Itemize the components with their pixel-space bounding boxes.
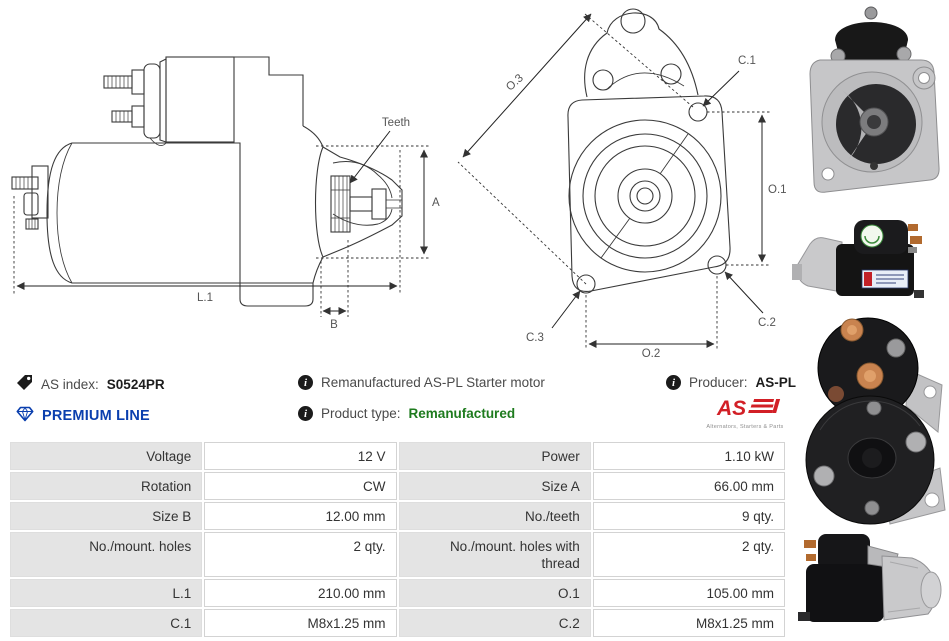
technical-drawing-side-view: Teeth A L.1 B — [11, 56, 440, 331]
dim-label-o2: O.2 — [642, 348, 661, 360]
spec-value: 12.00 mm — [204, 502, 397, 530]
product-description: Remanufactured AS-PL Starter motor — [321, 375, 545, 390]
spec-value: 210.00 mm — [204, 579, 397, 607]
product-type-label: Product type: — [321, 406, 401, 421]
info-icon — [666, 375, 681, 390]
as-index-value: S0524PR — [106, 377, 165, 392]
spec-label: Size A — [398, 472, 591, 500]
dim-label-b: B — [330, 319, 338, 331]
spec-value: M8x1.25 mm — [204, 609, 397, 637]
front-view-extension-lines — [457, 13, 770, 350]
spec-label: O.1 — [398, 579, 591, 607]
dim-label-a: A — [432, 197, 440, 209]
description-row: Remanufactured AS-PL Starter motor — [298, 375, 545, 390]
product-info-section: AS index: S0524PR PREMIUM LINE Remanufac… — [0, 362, 796, 440]
spec-label: C.1 — [10, 609, 203, 637]
spec-value: 2 qty. — [204, 532, 397, 577]
spec-label: Rotation — [10, 472, 203, 500]
info-icon — [298, 406, 313, 421]
table-row: No./mount. holes 2 qty. No./mount. holes… — [10, 532, 785, 577]
spec-label: Voltage — [10, 442, 203, 470]
spec-value: 12 V — [204, 442, 397, 470]
spec-value: 1.10 kW — [592, 442, 785, 470]
side-view-dimension-lines — [16, 130, 428, 315]
tag-icon — [16, 375, 33, 394]
dim-label-c1: C.1 — [738, 55, 756, 67]
dim-label-c2: C.2 — [758, 317, 776, 329]
table-row: C.1 M8x1.25 mm C.2 M8x1.25 mm — [10, 609, 785, 637]
as-pl-logo: AS Alternators, Starters & Parts — [698, 396, 792, 430]
spec-value: 2 qty. — [592, 532, 785, 577]
front-view-dimension-lines — [462, 13, 766, 348]
spec-value: CW — [204, 472, 397, 500]
spec-value: M8x1.25 mm — [592, 609, 785, 637]
premium-line-label: PREMIUM LINE — [42, 407, 150, 424]
spec-value: 66.00 mm — [592, 472, 785, 500]
spec-label: C.2 — [398, 609, 591, 637]
dim-label-teeth: Teeth — [382, 117, 410, 129]
starter-front-outline — [567, 8, 731, 294]
product-type-value: Remanufactured — [408, 406, 516, 421]
starter-front-view-photo[interactable] — [790, 2, 949, 212]
technical-drawing-front-view: O.3 C.1 O.1 C.2 C.3 O.2 — [457, 8, 787, 360]
dim-label-o1: O.1 — [768, 184, 787, 196]
spec-label: Size B — [10, 502, 203, 530]
producer-row: Producer: AS-PL — [666, 375, 796, 390]
as-pl-logo-subtext: Alternators, Starters & Parts — [706, 424, 784, 430]
side-view-extension-lines — [13, 145, 431, 317]
table-row: Size B 12.00 mm No./teeth 9 qty. — [10, 502, 785, 530]
starter-side-view-photo[interactable] — [790, 214, 949, 308]
spec-label: No./mount. holes — [10, 532, 203, 577]
spec-label: L.1 — [10, 579, 203, 607]
table-row: L.1 210.00 mm O.1 105.00 mm — [10, 579, 785, 607]
starter-rear-view-photo[interactable] — [790, 310, 949, 526]
spec-label: No./mount. holes with thread — [398, 532, 591, 577]
producer-value: AS-PL — [755, 375, 797, 390]
starter-side-outline — [11, 56, 403, 307]
spec-label: Power — [398, 442, 591, 470]
producer-label: Producer: — [689, 375, 748, 390]
as-index-row: AS index: S0524PR — [16, 375, 165, 394]
dim-label-l1: L.1 — [197, 292, 213, 304]
diamond-icon — [16, 406, 34, 425]
product-type-row: Product type: Remanufactured — [298, 406, 515, 421]
as-index-label: AS index: — [41, 377, 99, 392]
spec-table: Voltage 12 V Power 1.10 kW Rotation CW S… — [10, 442, 785, 637]
premium-line-row: PREMIUM LINE — [16, 406, 150, 425]
info-icon — [298, 375, 313, 390]
starter-angle-view-photo[interactable] — [790, 528, 949, 636]
table-row: Rotation CW Size A 66.00 mm — [10, 472, 785, 500]
dim-label-c3: C.3 — [526, 332, 544, 344]
table-row: Voltage 12 V Power 1.10 kW — [10, 442, 785, 470]
spec-label: No./teeth — [398, 502, 591, 530]
spec-value: 9 qty. — [592, 502, 785, 530]
product-photos-column — [790, 0, 949, 636]
spec-value: 105.00 mm — [592, 579, 785, 607]
as-pl-logo-text: AS — [716, 397, 746, 420]
as-pl-logo-mark: AS — [716, 397, 781, 420]
